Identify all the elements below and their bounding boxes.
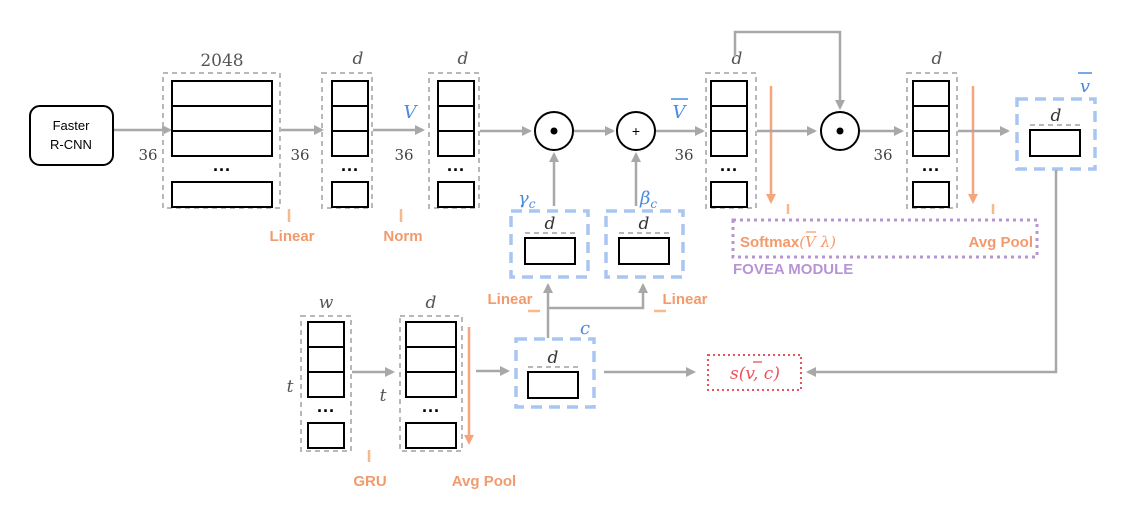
dim-d-2: d — [458, 49, 469, 69]
dim-36-2: 36 — [290, 146, 309, 164]
dim-d-c: d — [548, 348, 559, 368]
dim-2048: 2048 — [200, 51, 243, 71]
gru-output-matrix: ··· — [399, 315, 463, 452]
word-embedding-matrix: ··· — [300, 315, 352, 452]
gru-label: GRU — [353, 473, 386, 490]
dim-d-3: d — [732, 49, 743, 69]
linear-label-1: Linear — [269, 228, 314, 245]
arrow-v-to-score — [806, 170, 1058, 377]
ellipsis-5: ··· — [922, 160, 940, 180]
dim-t-1: t — [287, 377, 294, 397]
dim-36-4: 36 — [674, 146, 693, 164]
norm-label: Norm — [383, 228, 422, 245]
c-label: c — [580, 318, 590, 339]
dim-d-6: d — [426, 293, 437, 313]
similarity-score-box: s(v, c) — [707, 354, 802, 391]
ellipsis-3: ··· — [447, 160, 465, 180]
V-bar-matrix: ··· — [705, 72, 757, 209]
linear-output-matrix: ··· — [321, 72, 373, 209]
linear-label-2: Linear — [487, 291, 532, 308]
fovea-module-box — [731, 218, 1039, 259]
v-bar-label: v — [1080, 76, 1090, 97]
normalized-V-matrix: ··· — [428, 72, 480, 209]
gamma-c-label: γc — [518, 188, 536, 211]
fovea-module-label: FOVEA MODULE — [733, 261, 853, 278]
score-label: s(v, c) — [730, 364, 780, 384]
dim-d-gamma: d — [545, 214, 556, 234]
faster-rcnn-label-2: R-CNN — [50, 137, 92, 152]
beta-c-label: βc — [639, 188, 657, 211]
avgpool-label-2: Avg Pool — [452, 473, 516, 490]
arrow-c-to-beta — [548, 283, 648, 310]
hadamard-op-2 — [820, 111, 860, 151]
dim-w: w — [319, 293, 334, 313]
dim-36-3: 36 — [394, 146, 413, 164]
dim-d-4: d — [932, 49, 943, 69]
dim-d-1: d — [353, 49, 364, 69]
v-bar-box: d — [1015, 97, 1097, 171]
dim-d-5: d — [1051, 106, 1062, 126]
hadamard-op-1 — [534, 111, 574, 151]
ellipsis-4: ··· — [720, 160, 738, 180]
fovea-output-matrix: ··· — [906, 72, 958, 209]
softmax-label: Softmax(V λ) — [740, 233, 836, 251]
ellipsis-2: ··· — [341, 160, 359, 180]
skip-connection-arrow — [733, 30, 845, 110]
avgpool-label-1: Avg Pool — [969, 234, 1033, 251]
c-box: d — [514, 337, 596, 409]
feature-matrix-2048: ··· — [162, 72, 281, 209]
plus-symbol: + — [632, 123, 640, 139]
plus-op: + — [616, 111, 656, 151]
ellipsis-7: ··· — [422, 401, 440, 421]
faster-rcnn-box: Faster R-CNN — [29, 105, 114, 166]
beta-c-box: d — [604, 209, 685, 279]
ellipsis-6: ··· — [317, 401, 335, 421]
faster-rcnn-label-1: Faster — [53, 118, 91, 133]
dim-t-2: t — [380, 386, 387, 406]
dim-36-5: 36 — [873, 146, 892, 164]
dim-36-1: 36 — [138, 146, 157, 164]
gamma-c-box: d — [509, 209, 590, 279]
V-label: V — [404, 102, 419, 123]
linear-label-3: Linear — [662, 291, 707, 308]
ellipsis-1: ··· — [213, 160, 231, 180]
dim-d-beta: d — [639, 214, 650, 234]
V-bar-label: V — [673, 102, 688, 123]
